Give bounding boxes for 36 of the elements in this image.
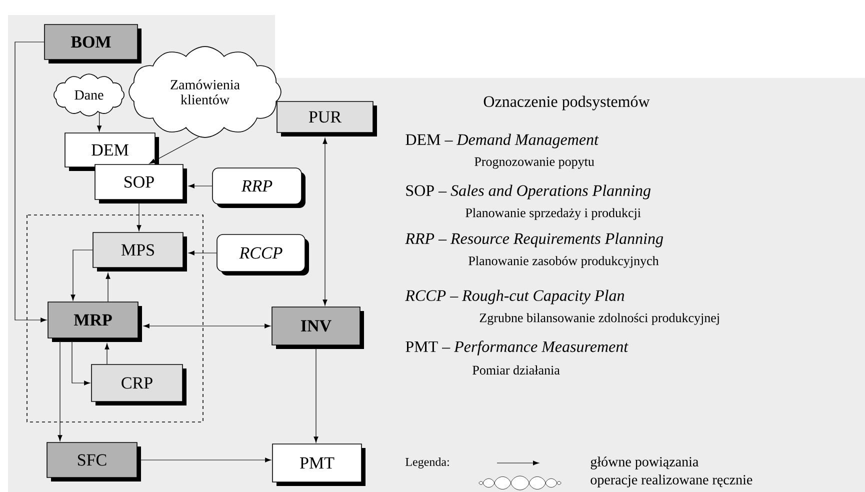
process-box: BOM (44, 24, 142, 64)
description-text: Pomiar działania (472, 365, 560, 375)
arrow (97, 112, 102, 132)
arrow (188, 184, 212, 188)
description-text: Zgrubne bilansowanie zdolności produkcyjnej (480, 313, 719, 325)
process-box: MRP (48, 302, 142, 342)
arrow (322, 138, 328, 306)
description-text: Planowanie zasobów produkcyjnych (468, 256, 659, 268)
process-box: RRP (212, 168, 306, 208)
description-text: Prognozowanie popytu (474, 157, 594, 169)
description-text: Planowanie sprzedaży i produkcji (466, 208, 641, 220)
arrow (104, 343, 110, 364)
process-box: MPS (92, 232, 187, 272)
arrow (70, 250, 93, 301)
legend-text: główne powiązania (590, 456, 698, 470)
process-box: SFC (46, 442, 141, 482)
process-box: RCCP (216, 234, 309, 276)
process-box: PMT (272, 444, 366, 486)
term-definition: PMT – Performance Measurement (406, 340, 628, 356)
process-box: CRP (91, 364, 186, 406)
arrow (143, 324, 271, 328)
legend-title: Legenda: (406, 458, 449, 468)
arrow (106, 272, 110, 302)
arrow (14, 42, 47, 322)
arrow (149, 136, 199, 164)
term-definition: RRP – Resource Requirements Planning (405, 232, 664, 248)
legend-text: operacje realizowane ręcznie (590, 474, 752, 488)
heading: Oznaczenie podsystemów (484, 96, 650, 110)
term-definition: DEM – Demand Management (406, 134, 599, 148)
process-box: PUR (276, 101, 377, 136)
process-box: DEM (64, 132, 159, 171)
term-definition: SOP – Sales and Operations Planning (406, 184, 651, 200)
process-box: SOP (94, 164, 187, 204)
term-definition: RCCP – Rough-cut Capacity Plan (405, 290, 624, 304)
process-box: INV (272, 306, 364, 349)
arrow (188, 250, 217, 256)
